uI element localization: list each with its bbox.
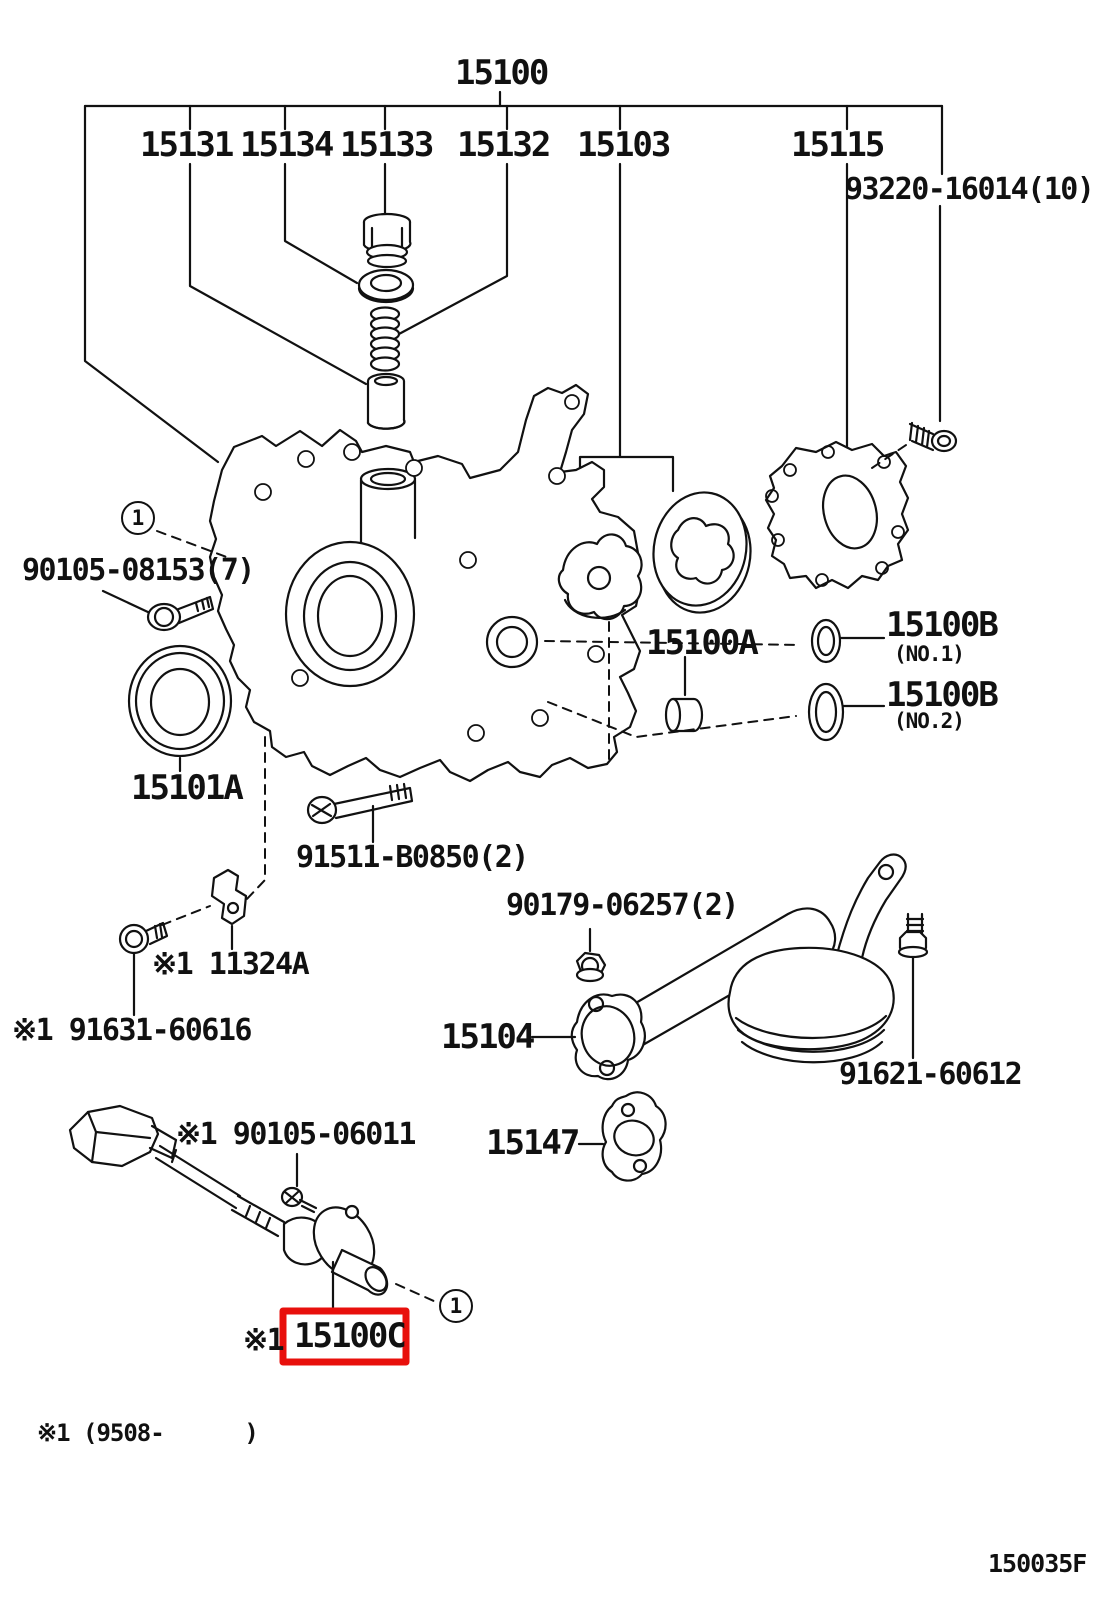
part-label-15132[interactable]: 15132 bbox=[457, 125, 551, 165]
part-label-15133[interactable]: 15133 bbox=[340, 125, 434, 165]
oring-no1 bbox=[810, 618, 886, 664]
pump-drive-rotor bbox=[557, 533, 643, 621]
part-label-15134[interactable]: 15134 bbox=[240, 125, 334, 165]
strainer-bracket-arm bbox=[834, 853, 907, 960]
part-label-15100[interactable]: 15100 bbox=[455, 53, 549, 93]
drawing-number: 150035F bbox=[988, 1549, 1087, 1578]
sensor-connector bbox=[68, 1104, 178, 1168]
part-label-91511-B0850[interactable]: 91511-B0850(2) bbox=[296, 840, 529, 875]
part-label-15103[interactable]: 15103 bbox=[577, 125, 671, 165]
bolt-91621 bbox=[897, 912, 929, 1060]
callout-circle-1-bottom: 1 bbox=[439, 1289, 473, 1323]
bolt-90105-08153 bbox=[101, 589, 215, 632]
part-label-15100A[interactable]: 15100A bbox=[646, 623, 759, 663]
part-label-90179-06257[interactable]: 90179-06257(2) bbox=[506, 888, 739, 923]
bracket-11324a bbox=[210, 868, 248, 951]
part-label-15100B-no2[interactable]: 15100B bbox=[886, 675, 999, 715]
relief-valve-spring bbox=[369, 306, 401, 372]
part-label-15100C[interactable]: 15100C bbox=[294, 1316, 407, 1356]
part-label-91621-60612[interactable]: 91621-60612 bbox=[839, 1057, 1023, 1092]
gasket-15147 bbox=[577, 1091, 667, 1182]
timing-cover-housing bbox=[208, 383, 642, 783]
highlight-box bbox=[279, 1307, 410, 1366]
part-label-11324A[interactable]: ※1 11324A bbox=[152, 947, 310, 982]
part-label-15101A[interactable]: 15101A bbox=[131, 768, 244, 808]
screw-90105-06011 bbox=[280, 1152, 318, 1214]
part-label-15131[interactable]: 15131 bbox=[140, 125, 234, 165]
bolt-91631 bbox=[118, 921, 169, 1017]
part-label-15115[interactable]: 15115 bbox=[791, 125, 885, 165]
part-label-91631-60616[interactable]: ※1 91631-60616 bbox=[12, 1013, 252, 1048]
nut-90179 bbox=[575, 927, 607, 983]
bushing-15100a bbox=[664, 655, 704, 733]
part-label-93220-16014[interactable]: 93220-16014(10) bbox=[845, 172, 1094, 207]
front-oil-seal bbox=[127, 644, 233, 773]
pump-cover-plate bbox=[764, 440, 910, 590]
relief-valve-piston bbox=[366, 372, 406, 430]
dashed-leaders bbox=[156, 444, 907, 1303]
callout-tree-lines bbox=[83, 90, 944, 533]
bolt-91511 bbox=[306, 782, 414, 844]
part-label-15100B-no1[interactable]: 15100B bbox=[886, 605, 999, 645]
sensor-body bbox=[282, 1204, 389, 1312]
applicability-footnote: ※1 (9508- ) bbox=[37, 1419, 259, 1447]
callout-number: 1 bbox=[449, 1294, 463, 1318]
callout-number: 1 bbox=[131, 506, 145, 530]
part-label-15100C-prefix: ※1 bbox=[243, 1323, 285, 1358]
pump-driven-rotor bbox=[652, 491, 752, 614]
part-label-15104[interactable]: 15104 bbox=[441, 1017, 535, 1057]
strainer-cup bbox=[727, 946, 895, 1064]
part-label-15147[interactable]: 15147 bbox=[486, 1123, 580, 1163]
sensor-probe bbox=[154, 1144, 286, 1238]
callout-circle-1-top: 1 bbox=[121, 501, 155, 535]
part-label-90105-06011[interactable]: ※1 90105-06011 bbox=[176, 1117, 416, 1152]
part-label-90105-08153[interactable]: 90105-08153(7) bbox=[22, 553, 255, 588]
relief-valve-plug bbox=[362, 212, 412, 269]
oring-no2 bbox=[807, 682, 886, 742]
relief-valve-washer bbox=[357, 268, 415, 304]
screw-93220 bbox=[908, 421, 958, 453]
part-label-15100B-no1-suffix: (NO.1) bbox=[894, 642, 965, 666]
strainer-flange bbox=[530, 993, 646, 1081]
part-label-15100B-no2-suffix: (NO.2) bbox=[894, 709, 965, 733]
